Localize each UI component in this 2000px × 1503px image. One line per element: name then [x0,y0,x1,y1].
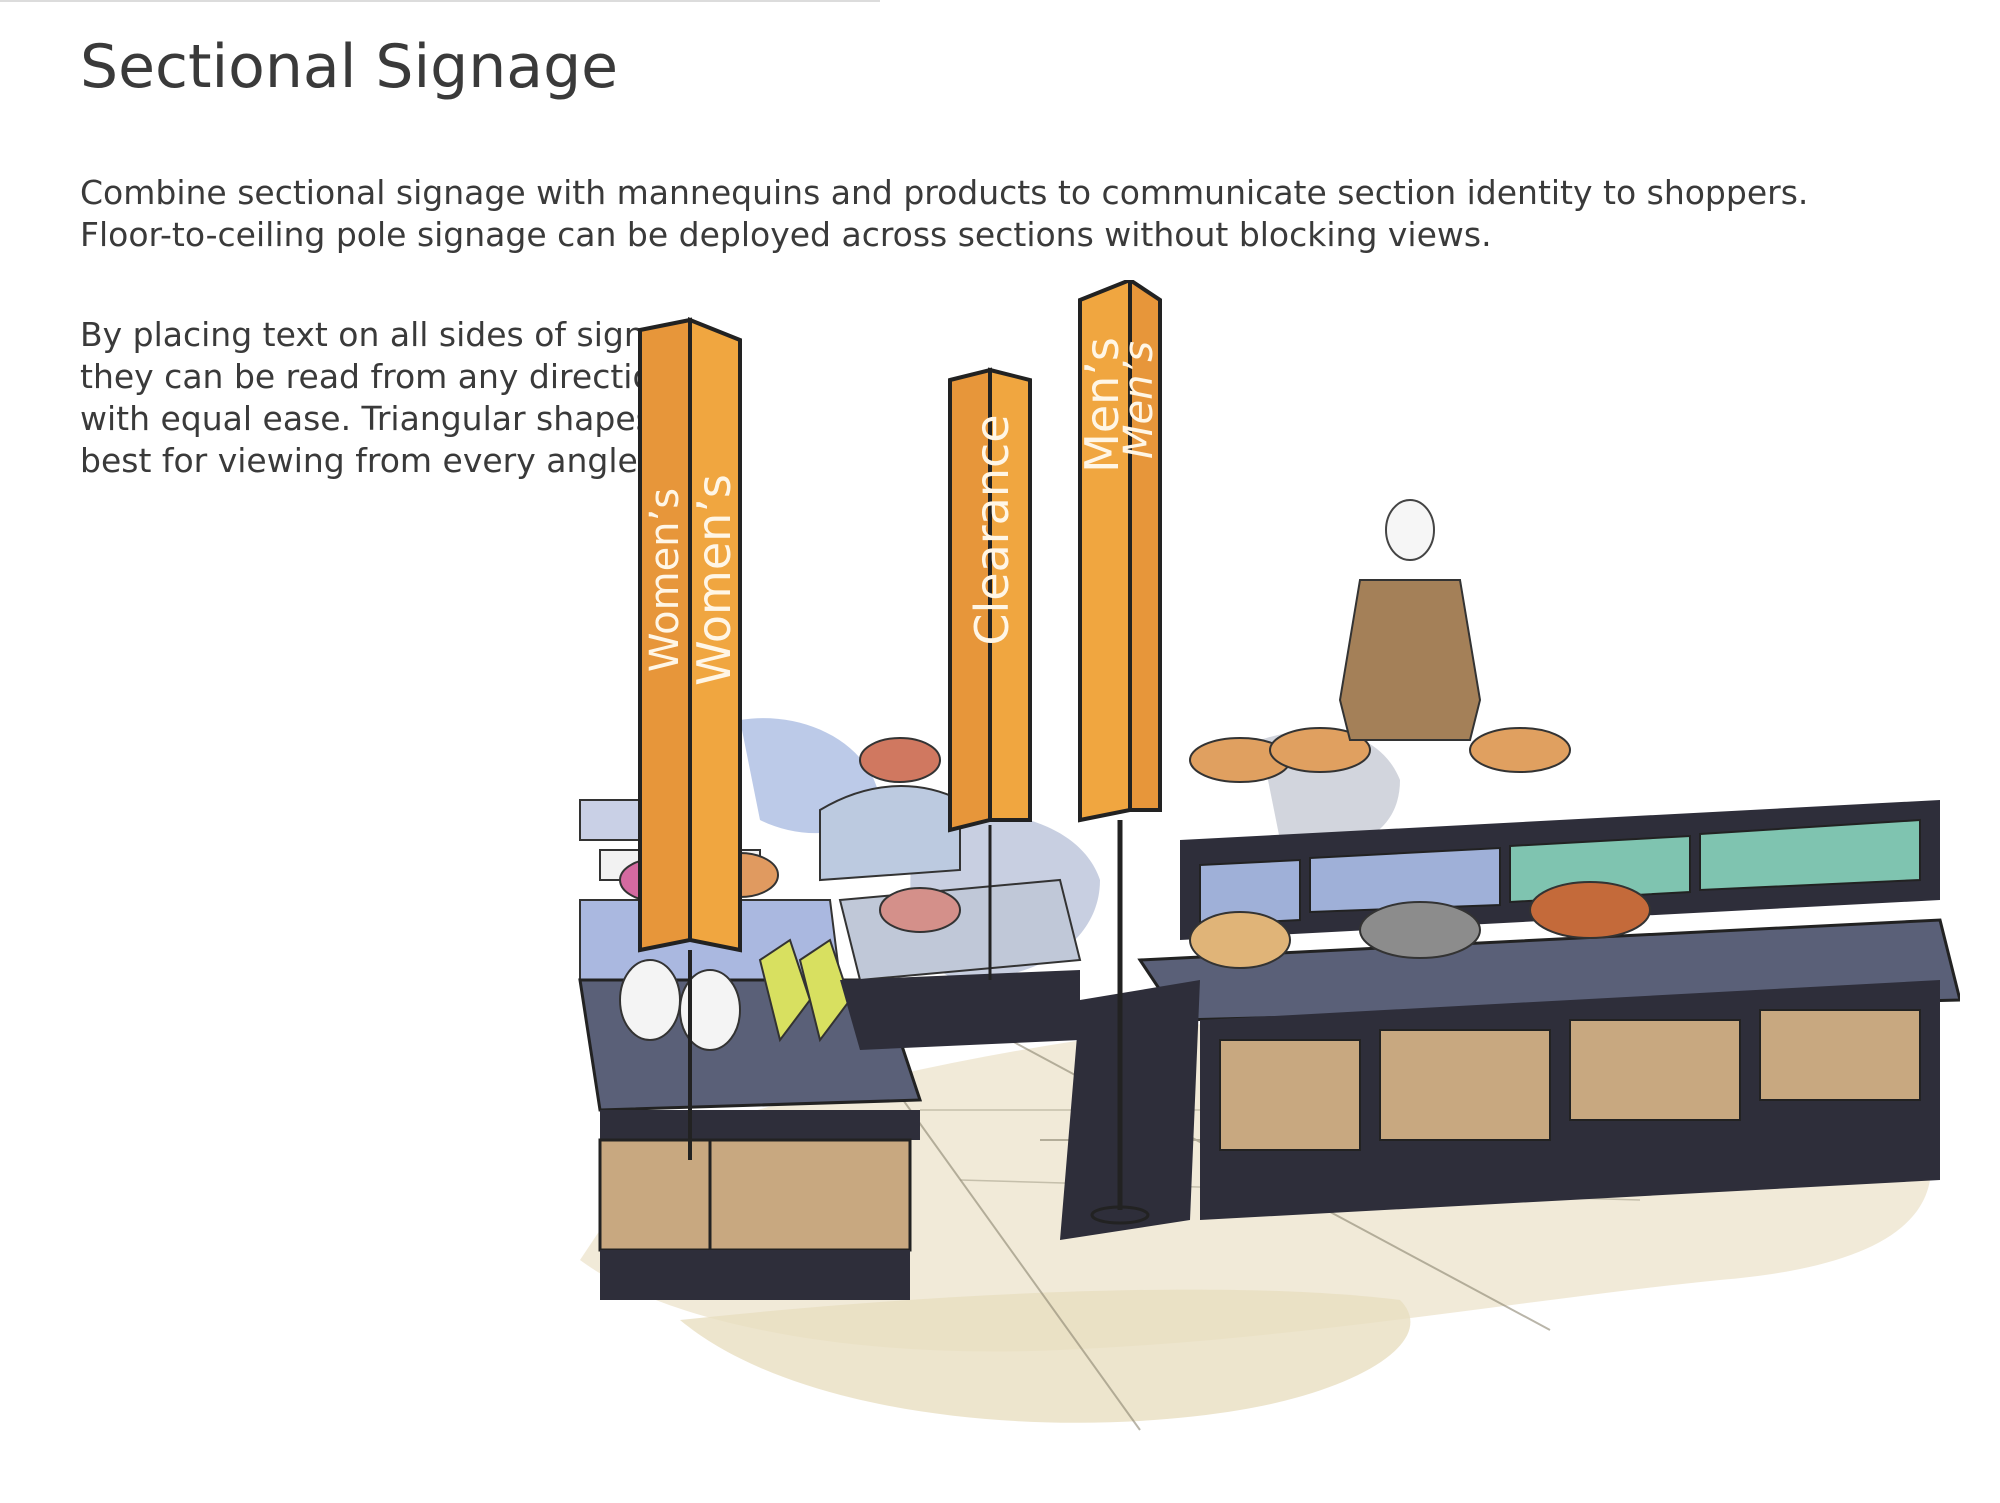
intro-line: Combine sectional signage with mannequin… [80,173,1809,212]
intro-paragraph: Combine sectional signage with mannequin… [80,172,1960,256]
intro-line: Floor-to-ceiling pole signage can be dep… [80,215,1492,254]
womens-sign-label-b: Women’s [687,474,741,686]
clearance-sign-label: Clearance [965,414,1019,645]
side-paragraph: By placing text on all sides of signs, t… [80,314,780,482]
mens-sign-label-a: Men’s [1075,337,1129,473]
page-title: Sectional Signage [80,32,619,102]
mens-sign-label-b: Men’s [1116,341,1162,459]
clearance-table-fixture [819,737,1082,1050]
mens-pole-sign: Men’s Men’s [1075,280,1162,1225]
mens-table-fixture [1060,727,1960,1240]
side-line: By placing text on all sides of signs, [80,315,673,354]
top-divider [0,0,880,2]
store-illustration: Women’s Women’s Clearance [578,280,1960,1431]
side-line: they can be read from any direction [80,357,674,396]
clearance-pole-sign: Clearance [948,367,1032,980]
womens-pole-sign: Women’s Women’s [638,317,742,1160]
side-line: best for viewing from every angle. [80,441,649,480]
mannequin-brown-coat-icon [1338,499,1482,741]
side-line: with equal ease. Triangular shapes are [80,399,717,438]
womens-sign-label-a: Women’s [642,488,688,672]
